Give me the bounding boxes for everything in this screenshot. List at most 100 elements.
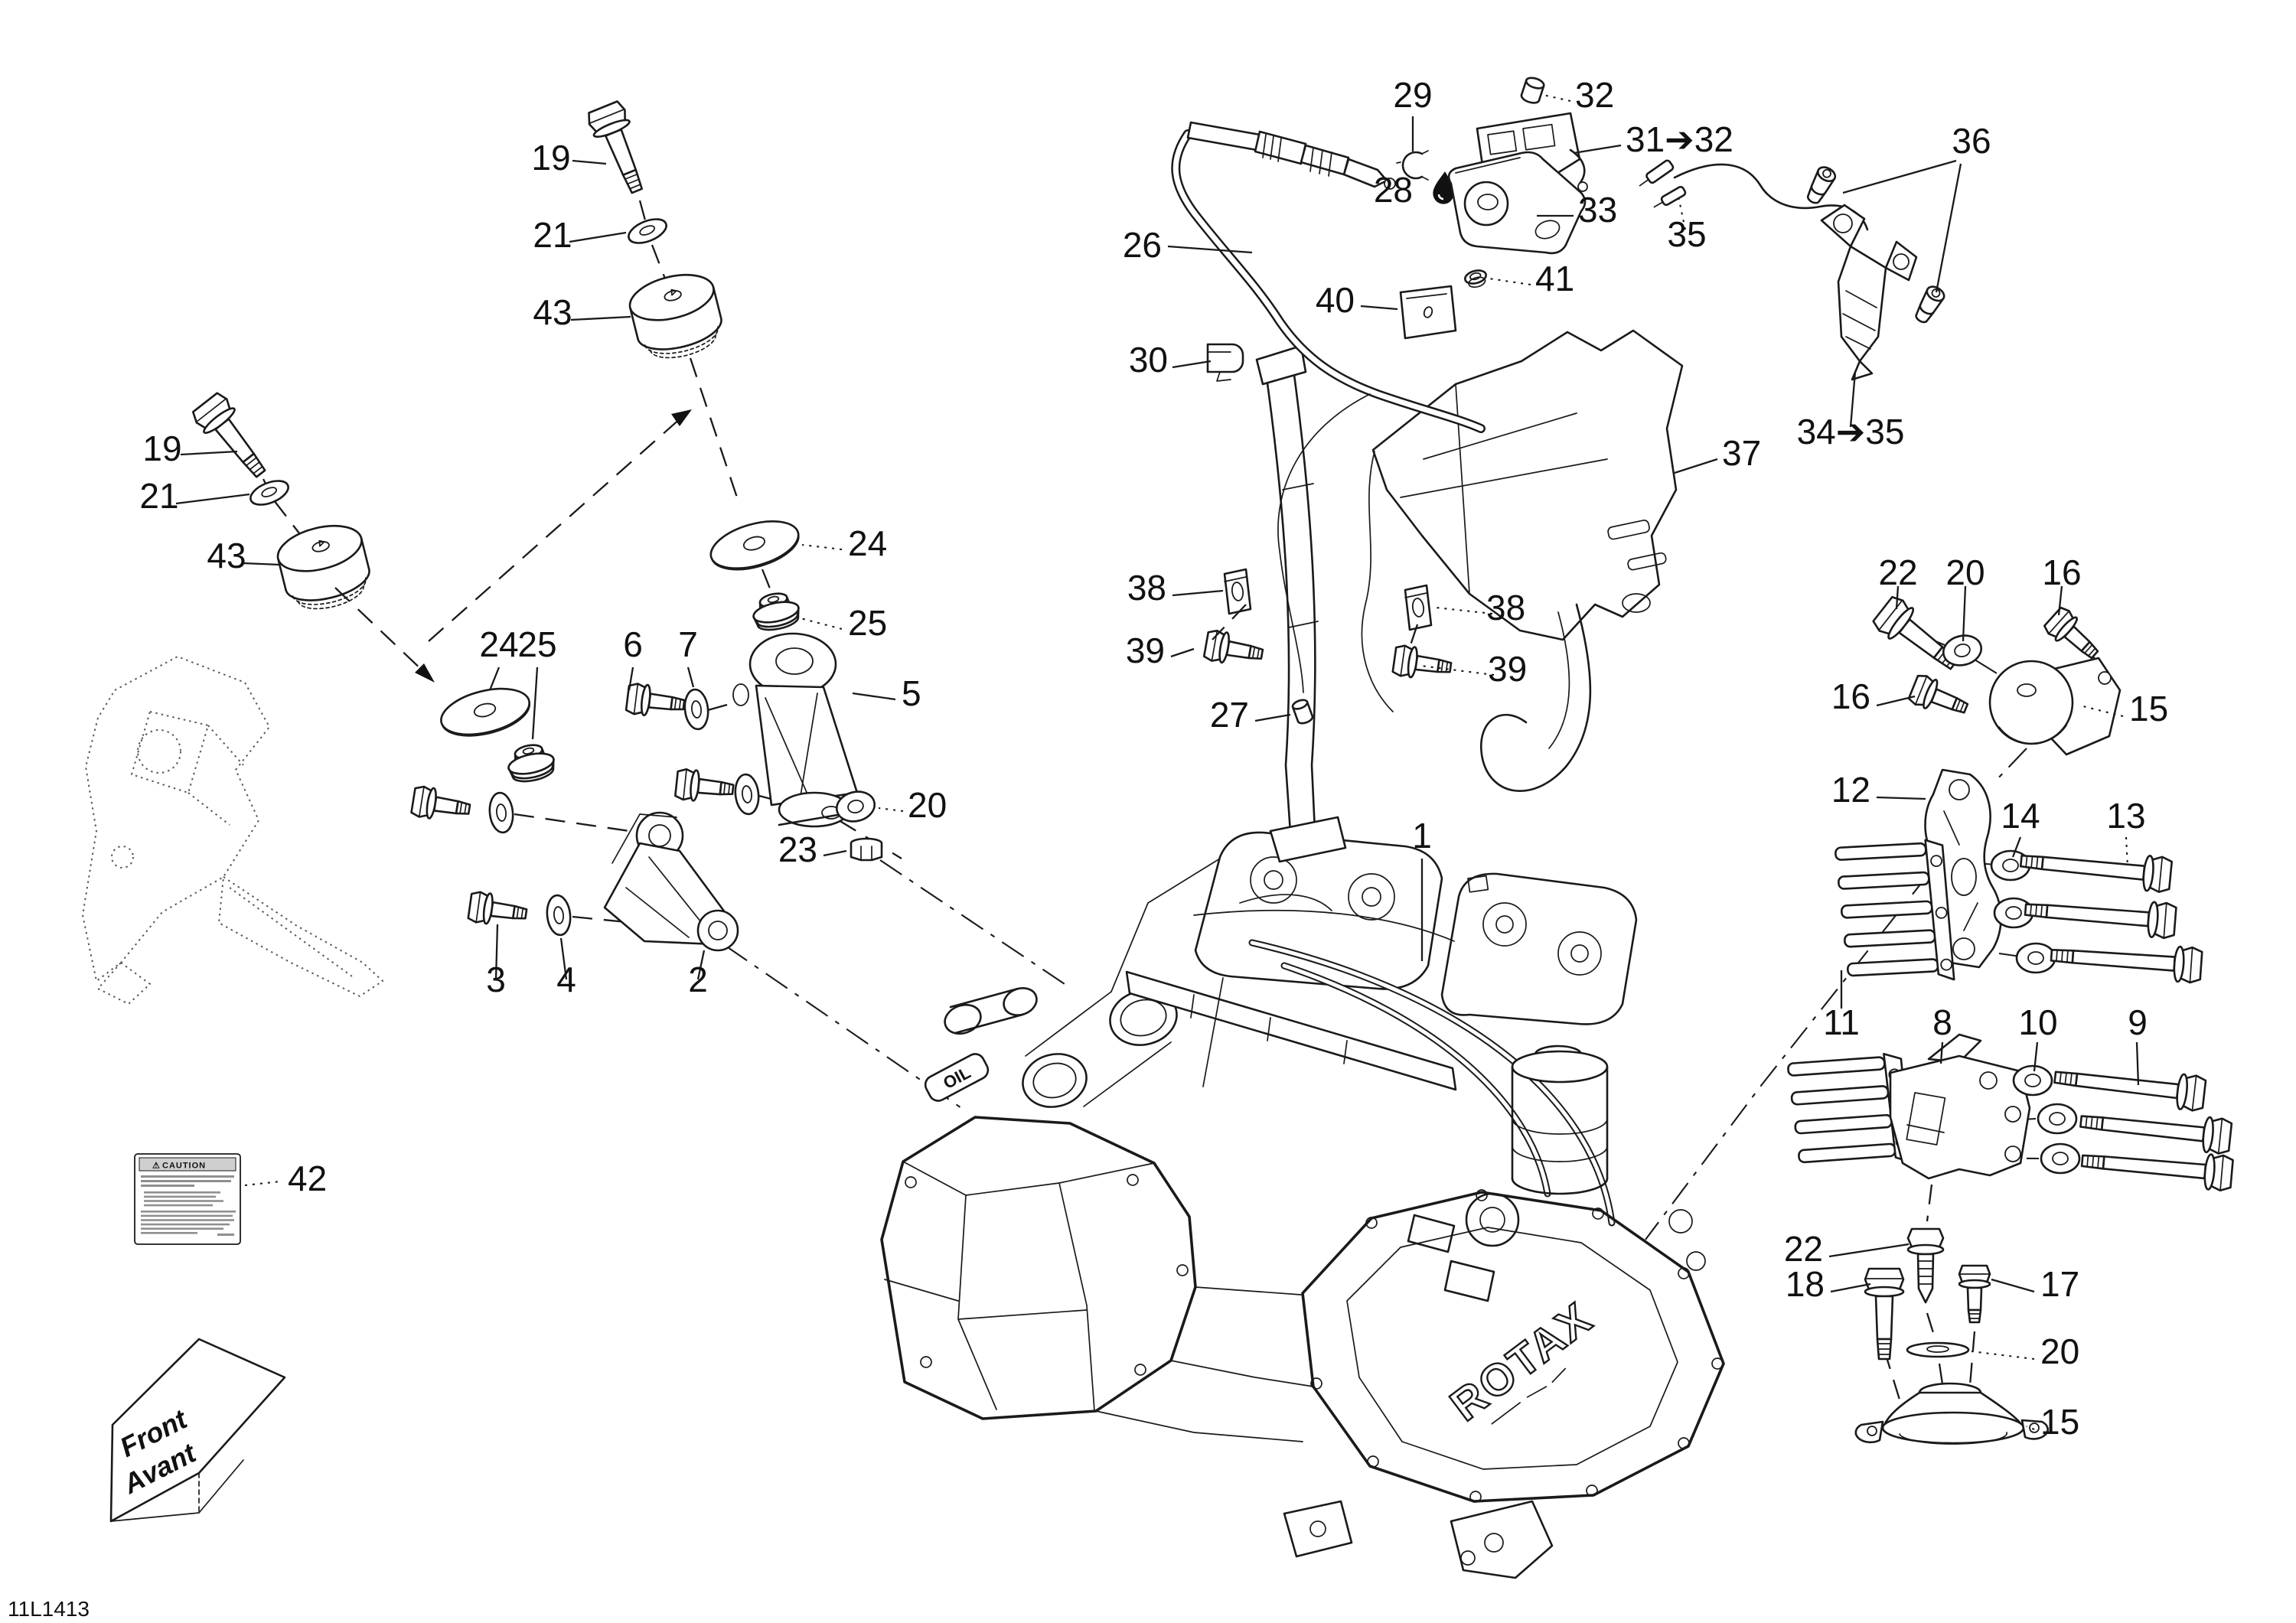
part-3-bolt-lower bbox=[466, 889, 530, 930]
callout-25-upper: 25 bbox=[848, 603, 887, 643]
callout-17: 17 bbox=[2040, 1264, 2079, 1304]
clipnut-screw-centerlines bbox=[1212, 604, 1419, 653]
drawing-code: 11L1413 bbox=[8, 1597, 90, 1621]
callout-34-35: 34➔35 bbox=[1797, 412, 1905, 451]
rotax-logo-text: ROTAX bbox=[1441, 1292, 1602, 1431]
callout-4: 4 bbox=[556, 960, 576, 999]
callout-25-lower: 25 bbox=[517, 624, 556, 664]
part-24-washer-lower bbox=[435, 680, 536, 745]
callout-20-right: 20 bbox=[1945, 552, 1985, 592]
part-38-clipnut-left bbox=[1223, 568, 1252, 615]
callout-7: 7 bbox=[678, 624, 698, 664]
caution-decal: ⚠ CAUTION bbox=[134, 1153, 241, 1245]
ghost-frame-bracket bbox=[81, 655, 384, 1005]
part-21-washer-left bbox=[246, 474, 293, 511]
part-38-clipnut-right bbox=[1404, 584, 1433, 631]
callout-18: 18 bbox=[1786, 1264, 1825, 1304]
part-41-flange-nut bbox=[1464, 269, 1487, 288]
part-22-bolt-bottom bbox=[1906, 1227, 1945, 1304]
callout-19-top: 19 bbox=[531, 138, 570, 178]
callout-9: 9 bbox=[2128, 1002, 2148, 1042]
callout-12: 12 bbox=[1831, 770, 1870, 810]
callout-35: 35 bbox=[1667, 214, 1706, 254]
callout-31-32: 31➔32 bbox=[1626, 119, 1733, 159]
callout-20-mid: 20 bbox=[908, 785, 947, 825]
engine-illustration: OIL bbox=[880, 831, 1725, 1579]
caution-title: CAUTION bbox=[162, 1162, 206, 1171]
callout-15-right: 15 bbox=[2129, 689, 2168, 728]
part-9-bolts bbox=[2052, 1058, 2235, 1193]
part-35-sensor-wire bbox=[1639, 159, 1869, 231]
callout-14: 14 bbox=[2001, 796, 2040, 836]
part-22-bolt-right bbox=[1870, 592, 1967, 681]
callout-16-a: 16 bbox=[2042, 552, 2081, 592]
part-30-clip bbox=[1206, 343, 1244, 382]
part-5-engine-mount-bracket bbox=[732, 632, 859, 828]
part-24-washer-upper bbox=[704, 511, 806, 580]
callout-13: 13 bbox=[2106, 796, 2145, 836]
callout-37: 37 bbox=[1722, 433, 1761, 473]
part-33-cable-bracket bbox=[1447, 151, 1587, 255]
part-8-mount-bracket bbox=[1889, 1033, 2031, 1180]
callout-8: 8 bbox=[1932, 1002, 1952, 1042]
callout-41: 41 bbox=[1535, 259, 1574, 298]
part-39-screw-left bbox=[1202, 628, 1266, 670]
callout-3: 3 bbox=[486, 960, 506, 999]
part-7-washer-lower bbox=[732, 772, 762, 816]
part-19-bolt-top bbox=[584, 99, 656, 200]
callout-1: 1 bbox=[1412, 816, 1432, 855]
part-43-mount-left bbox=[272, 517, 377, 618]
callout-23: 23 bbox=[778, 829, 817, 869]
part-23-nut bbox=[850, 837, 883, 862]
callout-leader-lines bbox=[175, 93, 2140, 1430]
part-4-washer-upper bbox=[487, 790, 516, 835]
part-11-fin-plate-upper bbox=[1835, 839, 1955, 981]
part-7-washer-upper bbox=[682, 687, 711, 732]
callout-21-left: 21 bbox=[139, 476, 178, 516]
part-15-cone-mount bbox=[1854, 1382, 2049, 1445]
part-19-bolt-left bbox=[188, 389, 277, 487]
front-direction-arrow: Front Avant bbox=[109, 1338, 286, 1523]
part-25-bushing-upper bbox=[748, 588, 804, 635]
callout-24-lower: 24 bbox=[479, 624, 518, 664]
part-36-plug-b bbox=[1910, 282, 1948, 327]
callout-29: 29 bbox=[1393, 75, 1432, 115]
part-6-bolt-upper bbox=[625, 681, 687, 722]
callout-10: 10 bbox=[2018, 1002, 2057, 1042]
callout-20-bottom: 20 bbox=[2040, 1331, 2079, 1371]
part-6-bolt-lower bbox=[673, 767, 735, 806]
callout-33: 33 bbox=[1578, 190, 1617, 230]
callout-43-left: 43 bbox=[207, 536, 246, 575]
callout-2: 2 bbox=[688, 960, 708, 999]
caution-body-text bbox=[141, 1175, 236, 1236]
callout-28: 28 bbox=[1374, 170, 1413, 210]
caution-warning-symbol: ⚠ bbox=[152, 1162, 160, 1171]
callout-38-right: 38 bbox=[1486, 588, 1525, 627]
callout-32: 32 bbox=[1575, 75, 1614, 115]
callout-15-bottom: 15 bbox=[2040, 1402, 2079, 1442]
part-40-plate bbox=[1399, 285, 1457, 340]
callout-39-right: 39 bbox=[1488, 649, 1527, 689]
part-15-round-mount bbox=[1988, 657, 2122, 756]
callout-24-upper: 24 bbox=[848, 523, 887, 563]
part-17-bolt bbox=[1958, 1264, 1991, 1324]
callout-22-right: 22 bbox=[1878, 552, 1917, 592]
part-25-bushing-lower bbox=[504, 739, 559, 787]
part-21-washer-top bbox=[624, 213, 671, 249]
callout-40: 40 bbox=[1316, 280, 1355, 320]
part-27-cable-cap bbox=[1291, 699, 1314, 725]
callout-11: 11 bbox=[1823, 1002, 1860, 1042]
rotax-logo: ROTAX bbox=[1440, 1292, 1603, 1432]
callout-5: 5 bbox=[902, 673, 921, 713]
callout-22-bottom: 22 bbox=[1784, 1229, 1823, 1269]
callout-6: 6 bbox=[623, 624, 643, 664]
part-29-eclip bbox=[1396, 150, 1429, 181]
callout-38-left: 38 bbox=[1127, 568, 1166, 608]
callout-42: 42 bbox=[288, 1159, 327, 1198]
part-37-support-bracket bbox=[1255, 329, 1684, 863]
part-4-washer-lower bbox=[544, 893, 573, 937]
part-26-throttle-cable bbox=[1171, 121, 1486, 693]
part-39-screw-right bbox=[1391, 643, 1454, 684]
part-16-bolt-a bbox=[2041, 604, 2106, 667]
